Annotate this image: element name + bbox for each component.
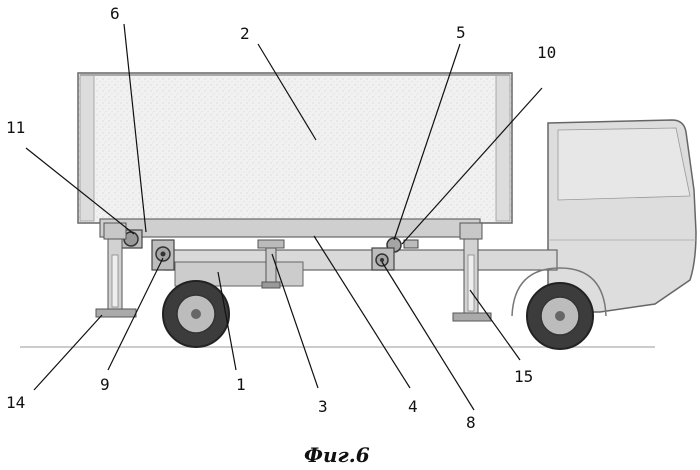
- container-base-frame: [100, 219, 480, 237]
- callout-3: 3: [318, 397, 328, 416]
- callout-10: 10: [537, 43, 556, 62]
- callout-11: 11: [6, 118, 25, 137]
- callout-5: 5: [456, 23, 466, 42]
- truck-cab: [548, 120, 696, 312]
- callout-8: 8: [466, 413, 476, 432]
- callout-14: 14: [6, 393, 25, 412]
- front-jack-leg: [453, 223, 491, 321]
- callout-9: 9: [100, 375, 110, 394]
- callout-6: 6: [110, 4, 120, 23]
- rear-wheel: [163, 281, 229, 347]
- callout-2: 2: [240, 24, 250, 43]
- callout-15: 15: [514, 367, 533, 386]
- callout-1: 1: [236, 375, 246, 394]
- callout-4: 4: [408, 397, 418, 416]
- figure-caption: Фиг.6: [304, 443, 370, 467]
